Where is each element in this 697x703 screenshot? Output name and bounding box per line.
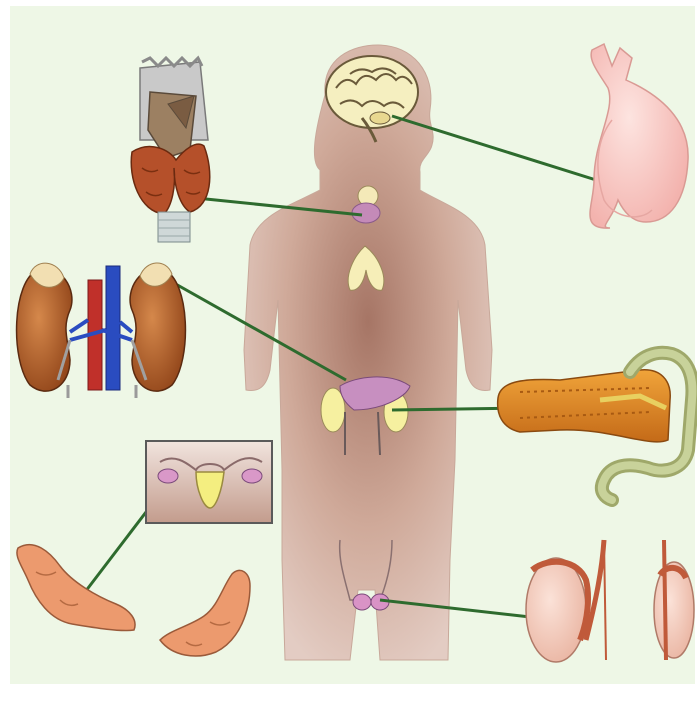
kidneys-adrenals (17, 263, 186, 398)
uterus-inset (146, 441, 272, 523)
